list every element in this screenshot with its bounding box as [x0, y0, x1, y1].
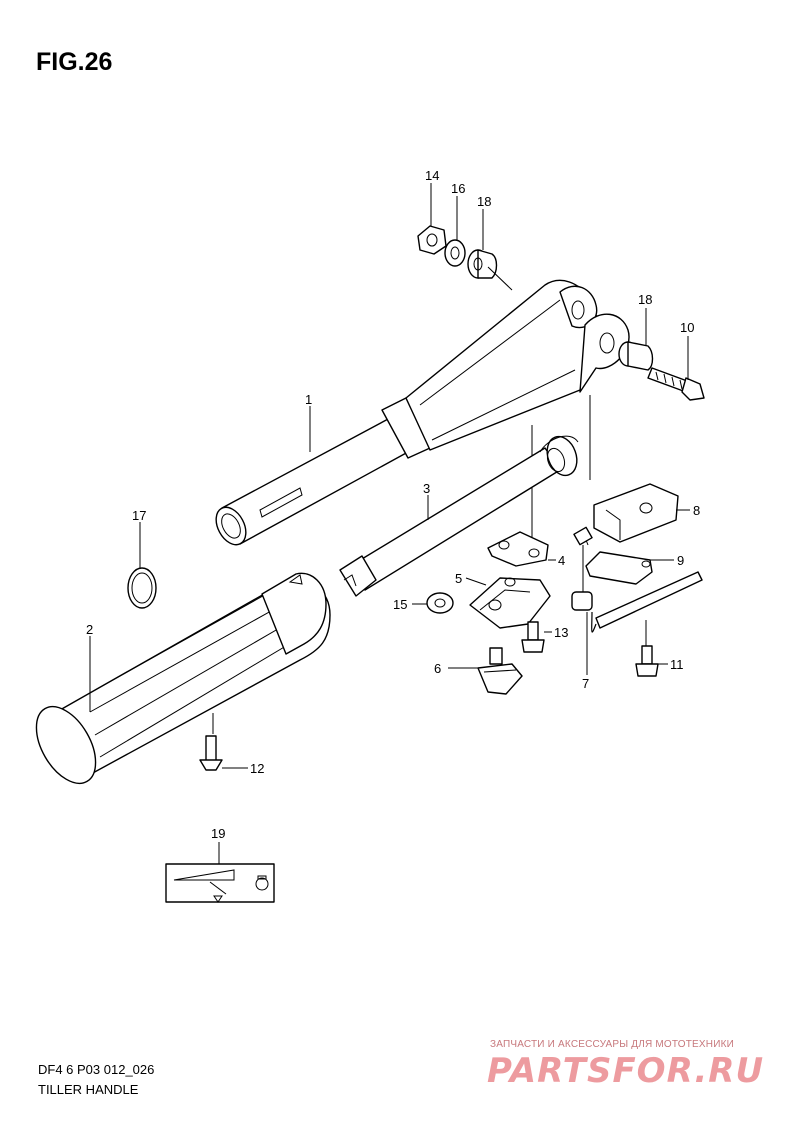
callout-2: 2 [86, 622, 93, 637]
bushing-18-top[interactable] [467, 249, 498, 279]
svg-text:PARTSFOR.RU: PARTSFOR.RU [487, 1051, 764, 1091]
callout-labels: 14 16 18 18 10 1 3 17 8 4 9 5 15 13 2 6 … [86, 168, 700, 841]
leader-lines [89, 183, 690, 864]
callout-9: 9 [677, 553, 684, 568]
adjuster-knob[interactable] [477, 647, 523, 695]
watermark-logo: PARTSFOR.RU [487, 1051, 764, 1091]
pivot-bolt[interactable] [647, 367, 705, 401]
callout-5: 5 [455, 571, 462, 586]
screw-11[interactable] [635, 645, 659, 677]
callout-13: 13 [554, 625, 568, 640]
callout-18-top: 18 [477, 194, 491, 209]
callout-12: 12 [250, 761, 264, 776]
callout-17: 17 [132, 508, 146, 523]
tiller-arm[interactable] [210, 279, 630, 549]
figure-title: FIG.26 [36, 48, 113, 76]
watermark-caption: ЗАПЧАСТИ И АКСЕССУАРЫ ДЛЯ МОТОТЕХНИКИ [490, 1039, 735, 1050]
screw-12[interactable] [199, 735, 223, 771]
callout-6: 6 [434, 661, 441, 676]
stop-switch-lead[interactable] [571, 526, 703, 633]
washer-15[interactable] [426, 592, 454, 614]
callout-18-right: 18 [638, 292, 652, 307]
figure-name: TILLER HANDLE [38, 1082, 139, 1097]
callout-16: 16 [451, 181, 465, 196]
screw-13[interactable] [521, 621, 545, 653]
callout-3: 3 [423, 481, 430, 496]
callout-1: 1 [305, 392, 312, 407]
throttle-bracket[interactable] [469, 577, 551, 629]
throttle-decal[interactable] [165, 863, 275, 903]
tiller-grip[interactable] [24, 572, 331, 793]
o-ring-17[interactable] [127, 567, 157, 609]
switch-block[interactable] [593, 483, 679, 543]
callout-14: 14 [425, 168, 439, 183]
nut-14[interactable] [417, 225, 447, 255]
callout-7: 7 [582, 676, 589, 691]
callout-19: 19 [211, 826, 225, 841]
callout-4: 4 [558, 553, 565, 568]
throttle-shaft[interactable] [339, 432, 582, 597]
switch-plate[interactable] [585, 551, 653, 585]
figure-code: DF4 6 P03 012_026 [38, 1062, 155, 1077]
callout-15: 15 [393, 597, 407, 612]
bushing-18-right[interactable] [618, 341, 654, 371]
bracket-plate[interactable] [487, 531, 549, 567]
washer-16[interactable] [444, 239, 466, 267]
callout-8: 8 [693, 503, 700, 518]
callout-10: 10 [680, 320, 694, 335]
callout-11: 11 [670, 657, 684, 672]
